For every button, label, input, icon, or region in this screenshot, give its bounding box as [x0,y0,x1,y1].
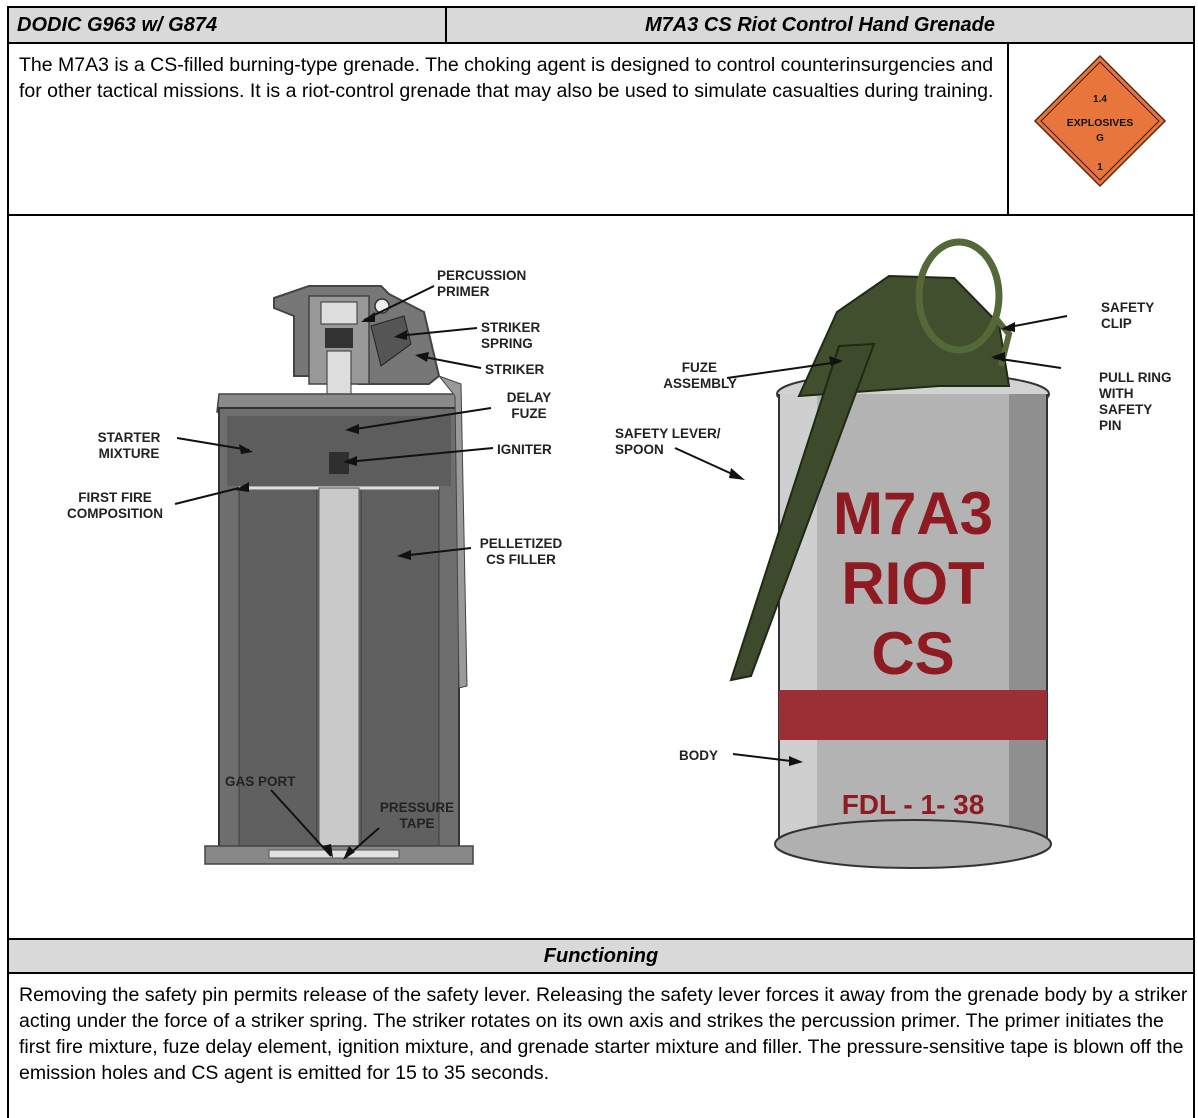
label-pressure-tape-1: PRESSURE [380,800,454,815]
label-striker-spring-1: STRIKER [481,320,541,335]
label-starter-mixture-1: STARTER [98,430,161,445]
marking-cs: CS [871,620,954,687]
label-gas-port: GAS PORT [225,774,296,789]
label-safety-clip-1: SAFETY [1101,300,1154,315]
marking-m7a3: M7A3 [833,480,993,547]
label-pull-ring-3: SAFETY [1099,402,1152,417]
label-pull-ring-2: WITH [1099,386,1134,401]
label-body: BODY [679,748,718,763]
label-starter-mixture-2: MIXTURE [99,446,160,461]
grenade-diagram: PERCUSSION PRIMER STRIKER SPRING STRIKER… [67,238,1172,869]
label-delay-fuze-1: DELAY [507,390,552,405]
cutaway-arrowheads [235,312,429,860]
label-pressure-tape-2: TAPE [399,816,434,831]
label-safety-lever-2: SPOON [615,442,664,457]
hazard-placard-cell: 1.4 EXPLOSIVES G 1 [1007,44,1193,214]
dodic-code: DODIC G963 w/ G874 [9,8,447,42]
placard-class: 1 [1097,162,1103,173]
label-percussion-primer-1: PERCUSSION [437,268,526,283]
description-row: The M7A3 is a CS-filled burning-type gre… [9,44,1193,216]
functioning-heading: Functioning [9,940,1193,974]
label-first-fire-2: COMPOSITION [67,506,163,521]
label-pull-ring-4: PIN [1099,418,1122,433]
label-safety-clip-2: CLIP [1101,316,1132,331]
grenade-figure: PERCUSSION PRIMER STRIKER SPRING STRIKER… [9,216,1193,940]
label-delay-fuze-2: FUZE [511,406,546,421]
functioning-text: Removing the safety pin permits release … [19,984,1188,1084]
label-pull-ring-1: PULL RING [1099,370,1172,385]
label-safety-lever-1: SAFETY LEVER/ [615,426,721,441]
hazard-placard: 1.4 EXPLOSIVES G 1 [1033,54,1167,188]
item-title: M7A3 CS Riot Control Hand Grenade [644,14,996,36]
label-first-fire-1: FIRST FIRE [78,490,152,505]
marking-riot: RIOT [841,550,984,617]
cutaway-grenade [204,285,474,865]
placard-division: 1.4 [1093,94,1107,105]
placard-group: G [1096,133,1104,144]
exterior-leader-lines [674,315,1068,763]
exterior-arrowheads [729,322,1015,766]
cutaway-leader-lines [174,285,494,859]
data-sheet: DODIC G963 w/ G874 M7A3 CS Riot Control … [7,6,1195,1118]
label-pelletized-1: PELLETIZED [480,536,563,551]
label-percussion-primer-2: PRIMER [437,284,490,299]
label-striker: STRIKER [485,362,545,377]
label-striker-spring-2: SPRING [481,336,533,351]
exterior-grenade [729,238,1052,869]
label-pelletized-2: CS FILLER [486,552,556,567]
label-fuze-assembly-2: ASSEMBLY [663,376,737,391]
label-fuze-assembly-1: FUZE [682,360,717,375]
label-igniter: IGNITER [497,442,552,457]
header-row: DODIC G963 w/ G874 M7A3 CS Riot Control … [9,8,1193,44]
placard-label: EXPLOSIVES [1067,117,1134,129]
description-text: The M7A3 is a CS-filled burning-type gre… [19,54,994,102]
marking-lot: FDL - 1- 38 [842,789,985,820]
